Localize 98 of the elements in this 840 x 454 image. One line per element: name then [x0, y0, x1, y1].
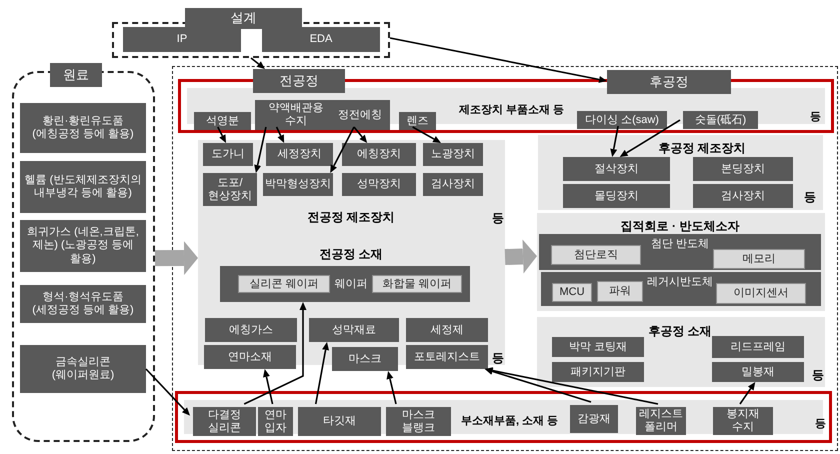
category-box: 검사장치 [693, 184, 793, 208]
category-box: 마스크 블랭크 [386, 407, 451, 436]
stage-tab: 전공정 [253, 69, 345, 93]
stage-tab: 설계 [185, 8, 302, 29]
group-panel [541, 272, 821, 306]
section-heading: 전공정 제조장치 [307, 209, 395, 226]
etc-label: 등 [815, 417, 826, 431]
stage-tab: 후공정 [607, 70, 731, 94]
block-arrow [504, 240, 537, 274]
category-box: 숫돌(砥石) [683, 111, 758, 129]
section-heading: 웨이퍼 [334, 277, 368, 291]
category-box: 봉지재 수지 [713, 407, 773, 435]
category-box: 세정제 [406, 318, 488, 342]
arrow [217, 126, 226, 143]
category-box: 성막재료 [309, 318, 399, 342]
dashed-frame [172, 66, 838, 451]
category-box: 에칭가스 [205, 318, 297, 342]
category-box: 렌즈 [399, 112, 436, 130]
section-panel [537, 213, 825, 311]
category-box: 검사장치 [423, 173, 483, 196]
category-box: 포토레지스트 [406, 345, 488, 369]
item-chip: 메모리 [713, 249, 805, 269]
arrow [244, 302, 306, 405]
material-box: 황린·황린유도품 (에칭공정 등에 활용) [20, 103, 146, 153]
section-heading: 부소재부품, 소재 등 [461, 414, 558, 428]
section-panel [538, 135, 823, 210]
etc-label: 등 [810, 110, 821, 124]
category-box: 노광장치 [423, 143, 483, 166]
category-box: 리드프레임 [712, 336, 804, 358]
arrow [412, 126, 441, 143]
arrow [276, 126, 284, 143]
item-chip: 파워 [597, 281, 643, 302]
category-box: EDA [262, 27, 380, 52]
arrow [610, 126, 619, 157]
category-box: 몰딩장치 [563, 184, 670, 208]
arrow [314, 342, 330, 404]
material-box: 금속실리콘 (웨이퍼원료) [20, 345, 146, 393]
stage-tab: 원료 [50, 63, 102, 87]
category-box: 절삭장치 [563, 157, 670, 181]
arrow [250, 57, 265, 69]
section-heading: 제조장치 부품소재 등 [459, 103, 564, 117]
category-box: 박막형성장치 [263, 173, 333, 196]
highlight-band [175, 391, 832, 443]
item-chip: MCU [552, 283, 592, 302]
category-box: 도포/ 현상장치 [203, 173, 257, 206]
arrow [353, 126, 368, 143]
material-box: 헬륨 (반도체제조장치의 내부냉각 등에 활용) [20, 161, 146, 213]
arrow [484, 367, 658, 405]
etc-label: 등 [492, 210, 504, 227]
category-box: 본딩장치 [693, 157, 793, 181]
material-box: 형석·형석유도품 (세정공정 등에 활용) [20, 285, 146, 323]
section-heading: 후공정 제조장치 [658, 140, 746, 157]
block-arrow [154, 241, 198, 276]
section-heading: 첨단 반도체 [650, 237, 710, 251]
section-heading: 집적회로 · 반도체소자 [620, 218, 740, 235]
category-box: IP [123, 27, 241, 52]
category-box: 레지스트 폴리머 [636, 407, 686, 435]
etc-label: 등 [492, 350, 504, 367]
category-box: 다이싱 소(saw) [577, 111, 667, 129]
category-box: 마스크 [332, 347, 398, 371]
section-panel [198, 140, 505, 240]
section-heading: 전공정 소재 [319, 246, 383, 263]
category-box: 감광재 [570, 405, 618, 433]
arrow [390, 37, 607, 83]
group-panel [220, 266, 470, 302]
arrow [739, 382, 756, 404]
category-box: 타깃재 [298, 407, 381, 436]
category-box: 에칭장치 [342, 143, 416, 166]
category-box: 석영분 [194, 112, 251, 130]
arrow [263, 369, 274, 404]
section-heading: 레거시반도체 [647, 275, 713, 289]
category-box: 다결정 실리콘 [193, 407, 256, 436]
category-box: 박막 코팅재 [552, 337, 644, 357]
category-box: 밀봉재 [712, 362, 804, 382]
item-chip: 실리콘 웨이퍼 [238, 275, 330, 293]
category-box: 세정장치 [266, 143, 333, 166]
arrow [386, 371, 397, 404]
arrow [145, 368, 190, 416]
category-box: 성막장치 [342, 173, 416, 196]
category-box: 연마소재 [204, 345, 296, 369]
arrow [620, 119, 680, 157]
arrow [484, 368, 592, 403]
dashed-frame [12, 63, 155, 442]
category-box: 도가니 [203, 143, 253, 166]
section-panel [537, 317, 825, 387]
etc-label: 등 [804, 189, 816, 206]
arrow [330, 126, 355, 173]
dashed-frame [112, 8, 390, 58]
arrow [254, 126, 267, 173]
item-chip: 이미지센서 [716, 283, 806, 304]
item-chip: 첨단로직 [551, 245, 641, 265]
section-heading: 후공정 소재 [648, 323, 712, 340]
category-box: 패키지기판 [552, 362, 644, 382]
material-box: 희귀가스 (네온,크립톤,제논) (노광공정 등에 활용) [20, 220, 146, 272]
group-panel [539, 234, 821, 270]
etc-label: 등 [812, 367, 824, 384]
category-box: 연마 입자 [258, 407, 293, 436]
item-chip: 화합물 웨이퍼 [372, 275, 462, 293]
